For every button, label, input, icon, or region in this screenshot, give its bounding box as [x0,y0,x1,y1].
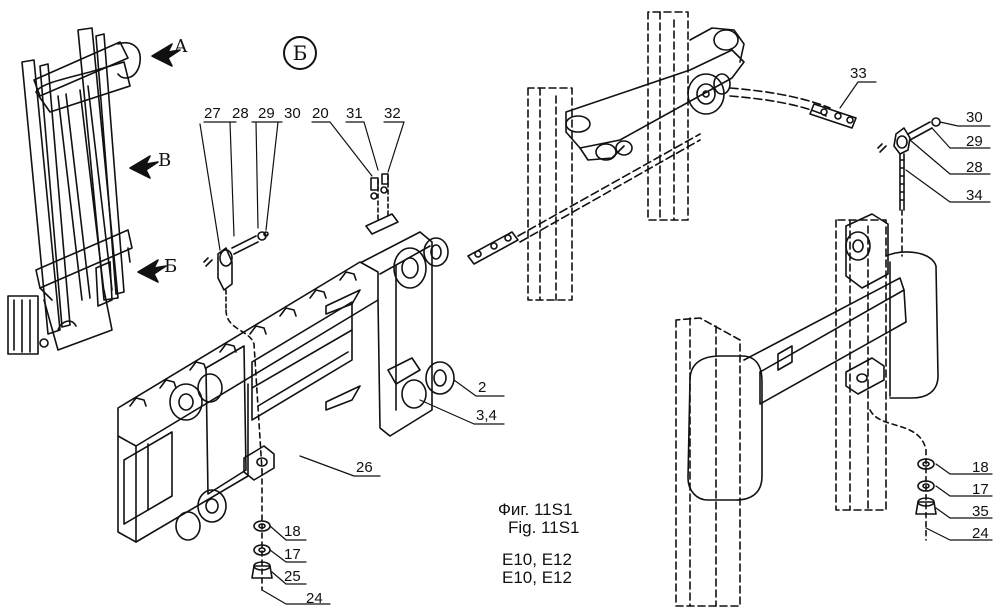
part-label-17: 17 [284,546,301,563]
part-label-30: 30 [284,105,301,122]
mast-head-beam [565,27,857,161]
view-arrows [129,43,181,283]
mast-overview [7,27,141,355]
part-label-18: 18 [284,523,301,540]
view-arrow-a-label: А [174,36,188,57]
part-label-right-24: 24 [972,525,989,542]
part-label-25: 25 [284,568,301,585]
part-label-right-28: 28 [966,159,983,176]
part-label-24: 24 [306,590,323,607]
view-arrow-v-label: В [158,150,172,171]
part-label-20: 20 [312,105,329,122]
part-label-28: 28 [232,105,249,122]
model-list-2: E10, E12 [502,568,572,587]
part-label-27: 27 [204,105,221,122]
mast-head-assembly [527,11,689,301]
leader-lines [199,81,993,605]
view-marker-circle: Б [283,36,317,70]
part-label-29: 29 [258,105,275,122]
figure-caption-en: Fig. 11S1 [508,518,580,537]
view-arrow-b-label: Б [164,256,178,277]
part-label-right-29: 29 [966,133,983,150]
part-label-31: 31 [346,105,363,122]
part-label-33: 33 [850,65,867,82]
figure-caption-ru: Фиг. 11S1 [498,500,573,519]
part-label-right-18: 18 [972,459,989,476]
part-label-right-30: 30 [966,109,983,126]
part-label-2: 2 [478,379,487,396]
part-label-right-17: 17 [972,481,989,498]
part-label-32: 32 [384,105,401,122]
part-label-right-35: 35 [972,503,989,520]
model-list-1: E10, E12 [502,550,572,569]
carriage-assembly [117,133,701,591]
side-carriage-assembly [675,117,941,607]
part-label-3-4: 3,4 [476,407,497,424]
part-label-right-34: 34 [966,187,983,204]
part-label-26: 26 [356,459,373,476]
view-marker-label: Б [292,41,308,65]
